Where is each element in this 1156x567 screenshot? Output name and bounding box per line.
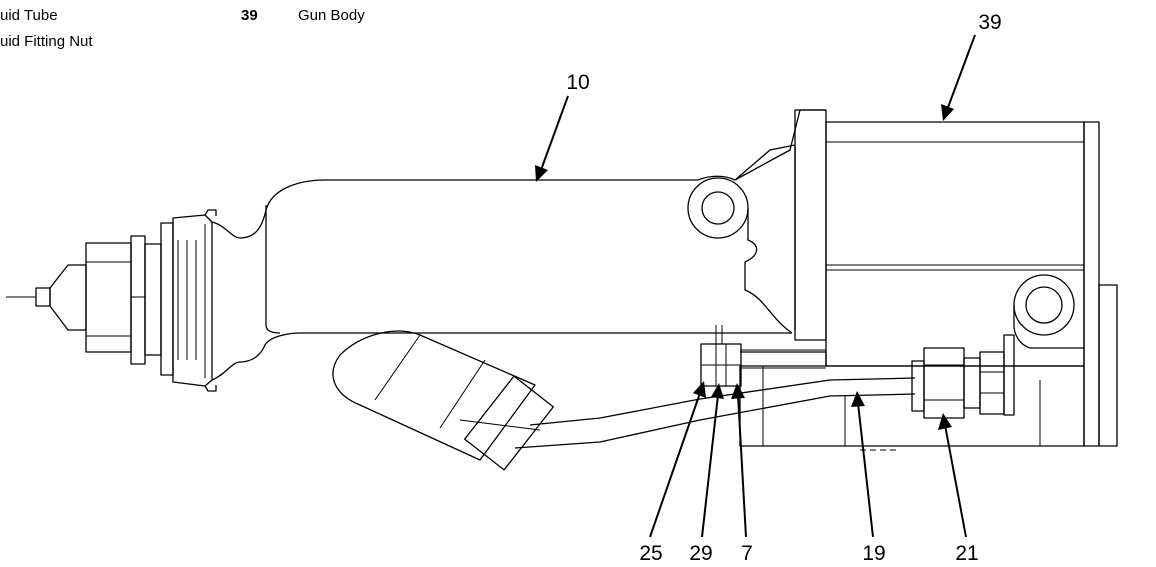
callout-19: 19	[862, 542, 885, 565]
legend-item-fluid-fitting-nut: uid Fitting Nut	[0, 33, 93, 50]
callout-10: 10	[566, 71, 589, 94]
legend-number-gun-body: 39	[241, 7, 258, 24]
callout-arrow-29	[701, 383, 724, 538]
callout-arrow-25	[649, 381, 706, 538]
callout-7: 7	[741, 542, 753, 565]
fluid-fitting-nut-21	[911, 334, 1015, 419]
legend-item-fluid-tube: uid Tube	[0, 7, 58, 24]
callout-25: 25	[639, 542, 662, 565]
callout-arrow-19	[851, 391, 874, 538]
callout-arrow-39	[941, 34, 976, 121]
legend-item-gun-body: Gun Body	[298, 7, 365, 24]
callout-21: 21	[955, 542, 978, 565]
callout-arrow-7	[731, 383, 747, 538]
callout-29: 29	[689, 542, 712, 565]
gun-body-10	[211, 109, 826, 381]
callout-arrow-10	[535, 95, 569, 182]
fitting-nut-25-29-7	[700, 325, 826, 387]
fluid-inlet	[332, 330, 554, 471]
callout-arrow-21	[938, 413, 967, 538]
air-cap	[85, 209, 217, 392]
nozzle-needle	[6, 264, 87, 331]
gun-body-39	[794, 109, 1118, 447]
callout-39: 39	[978, 11, 1001, 34]
